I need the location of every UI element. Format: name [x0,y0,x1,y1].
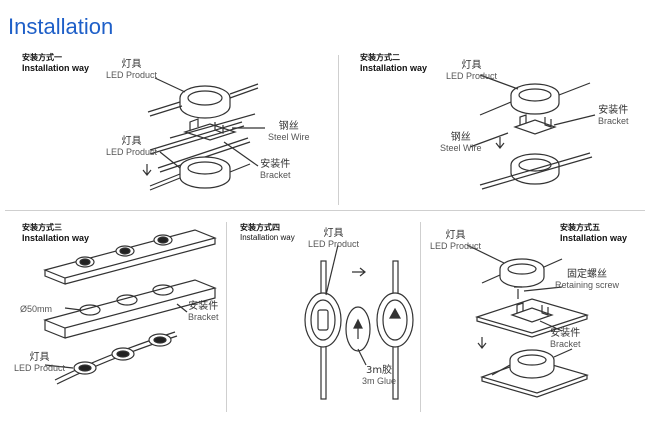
separator-middle [5,210,645,211]
label-hole-diameter: Ø50mm [20,304,53,314]
separator-bottom-right [420,222,421,412]
panel-heading: 安装方式四 Installation way [240,223,295,242]
diagram-way-1 [142,77,265,191]
panel-heading: 安装方式三 Installation way [22,223,90,243]
separator-top [338,55,339,205]
panel-heading: 安装方式一 Installation way [22,53,90,73]
panel-heading: 安装方式五 Installation way [560,223,628,243]
panel-heading: 安装方式二 Installation way [360,53,428,73]
page-title: Installation [8,14,114,39]
diagram-way-4 [304,244,414,400]
diagram-way-2 [469,74,596,190]
separator-bottom-left [226,222,227,412]
diagram-way-3 [43,229,217,385]
diagram-way-5 [466,244,590,398]
